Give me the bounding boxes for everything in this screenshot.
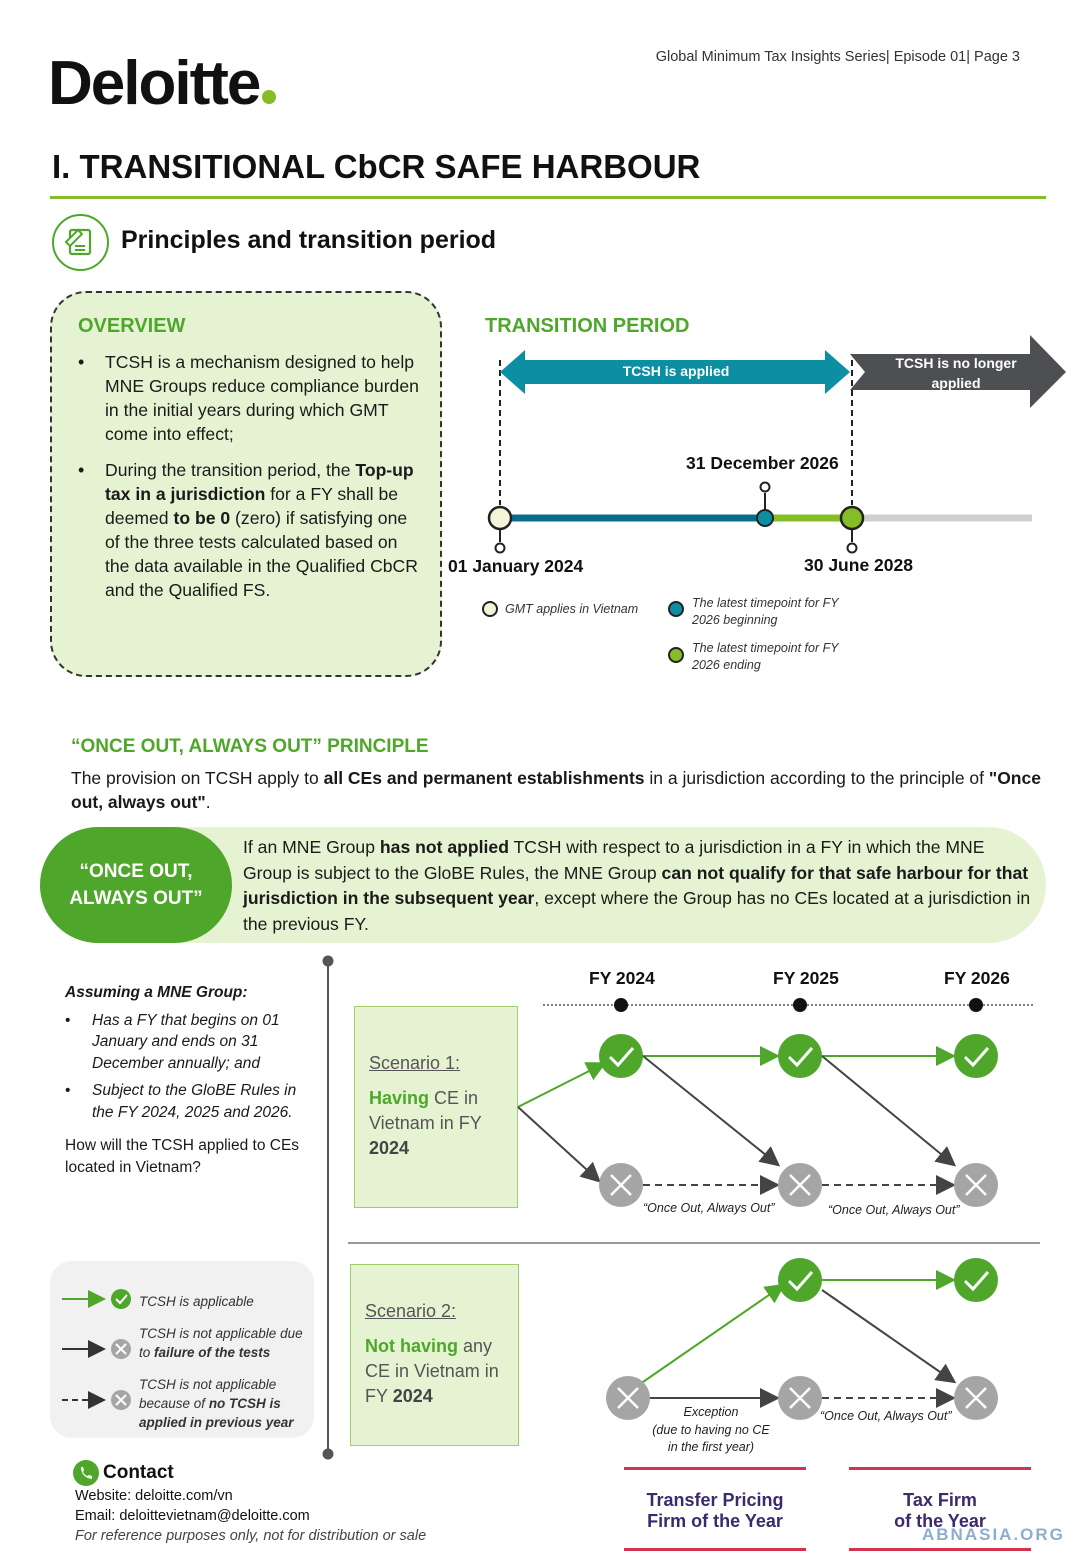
legend-end: The latest timepoint for FY 2026 ending [692,641,839,672]
date-start: 01 January 2024 [448,556,584,576]
award-transfer-pricing: Transfer Pricing Firm of the Year [624,1467,806,1551]
ooao-label-2: “Once Out, Always Out” [828,1203,960,1217]
series-caption: Global Minimum Tax Insights Series| Epis… [655,49,1020,65]
contact-title: Contact [103,1462,174,1483]
document-pen-icon [52,214,109,271]
overview-list: TCSH is a mechanism designed to help MNE… [78,350,423,614]
contact-website[interactable]: Website: deloitte.com/vn [75,1488,233,1504]
transition-title: TRANSITION PERIOD [485,315,690,337]
overview-bullet-2: During the transition period, the Top-up… [78,458,423,602]
year-label-2025: FY 2025 [773,968,839,988]
scenario-2-box: Scenario 2: Not having any CE in Vietnam… [350,1264,519,1446]
award-tax-firm: Tax Firm of the Year [849,1467,1031,1551]
legend-not-prev: TCSH is not applicable because of no TCS… [139,1377,294,1430]
principle-description: The provision on TCSH apply to all CEs a… [71,768,1041,812]
tcsh-applied-arrow [500,350,850,394]
assumption-title: Assuming a MNE Group: [65,984,248,1001]
legend-gmt: GMT applies in Vietnam [505,602,639,616]
scenario-1-text: Having CE in Vietnam in FY 2024 [369,1088,482,1158]
overview-bullet-1: TCSH is a mechanism designed to help MNE… [78,350,423,446]
section-title: Principles and transition period [121,226,497,254]
transition-timeline [482,335,1066,663]
legend-icons [62,1289,131,1410]
principle-pill-text: If an MNE Group has not applied TCSH wit… [243,837,1031,934]
year-label-2026: FY 2026 [944,968,1010,988]
principle-pill-label: “ONCE OUT, ALWAYS OUT” [40,827,232,943]
vertical-divider [322,955,334,1460]
title-divider [50,196,1046,199]
logo-dot [262,90,277,104]
deloitte-logo: Deloitte [48,48,277,119]
overview-title: OVERVIEW [78,315,186,337]
year-label-2024: FY 2024 [589,968,655,988]
tcsh-no-longer-label: TCSH is no longer applied [895,355,1017,391]
legend-not-fail: TCSH is not applicable due to failure of… [139,1326,303,1360]
ooao-label-1: “Once Out, Always Out” [643,1201,775,1215]
assumption-question: How will the TCSH applied to CEs located… [65,1137,300,1176]
scenario-2-title: Scenario 2: [365,1301,457,1321]
contact-disclaimer: For reference purposes only, not for dis… [75,1528,427,1544]
watermark: ABNASIA.ORG [922,1525,1065,1544]
tcsh-applied-label: TCSH is applied [622,363,730,379]
date-mid: 31 December 2026 [686,453,839,473]
legend-begin: The latest timepoint for FY 2026 beginni… [692,596,839,627]
date-end: 30 June 2028 [804,555,913,575]
contact-email[interactable]: Email: deloittevietnam@deloitte.com [75,1508,310,1524]
scenario-1-box: Scenario 1: Having CE in Vietnam in FY 2… [354,1006,518,1208]
principle-title: “ONCE OUT, ALWAYS OUT” PRINCIPLE [71,736,429,757]
legend-applicable: TCSH is applicable [139,1294,254,1309]
phone-icon [73,1460,99,1486]
assumption-block: Assuming a MNE Group: Has a FY that begi… [65,982,317,1178]
ooao-label-3: “Once Out, Always Out” [820,1409,952,1423]
assumption-item-1: Has a FY that begins on 01 January and e… [65,1010,317,1075]
cross-node-icon [599,1163,998,1420]
check-node-icon [599,1034,998,1302]
page-title: I. TRANSITIONAL CbCR SAFE HARBOUR [52,148,701,185]
assumption-item-2: Subject to the GloBE Rules in the FY 202… [65,1080,317,1123]
scenario-1-title: Scenario 1: [369,1053,461,1073]
tcsh-no-longer-arrow [850,335,1066,408]
exception-label: Exception (due to having no CE in the fi… [652,1405,770,1454]
scenario-2-text: Not having any CE in Vietnam in FY 2024 [365,1336,499,1406]
